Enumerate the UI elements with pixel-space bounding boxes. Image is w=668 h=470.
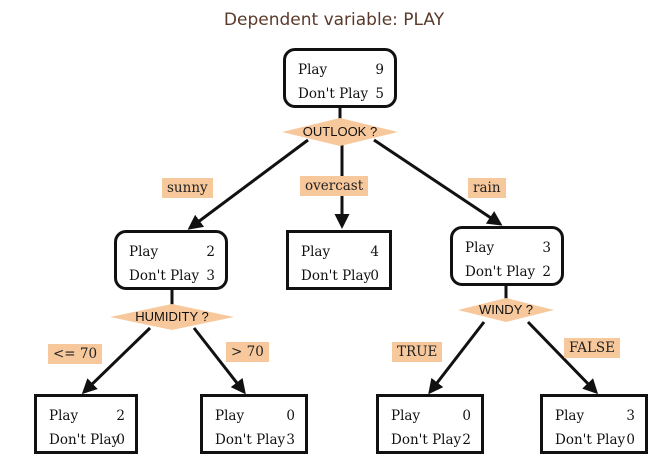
edge-label-rain: rain [468, 178, 506, 198]
edge-windy-true [428, 321, 486, 395]
play-label: Play [555, 408, 585, 424]
dont-play-label: Don't Play [49, 432, 120, 448]
dont-play-label: Don't Play [298, 86, 369, 102]
play-count: 3 [626, 408, 635, 424]
edge-humidity-gt70 [192, 327, 246, 395]
play-count: 0 [462, 408, 471, 424]
edge-outlook-sunny [187, 138, 309, 230]
play-label: Play [49, 408, 79, 424]
dont-play-label: Don't Play [391, 432, 462, 448]
play-label: Play [129, 244, 159, 260]
dont-play-count: 3 [286, 432, 295, 448]
play-label: Play [215, 408, 245, 424]
split-label-humidity: HUMIDITY ? [135, 309, 209, 324]
diagram-title: Dependent variable: PLAY [223, 10, 445, 30]
dont-play-count: 0 [370, 268, 379, 284]
edge-humidity-le70 [81, 326, 152, 395]
dont-play-count: 3 [206, 268, 215, 284]
edge-label-false: FALSE [564, 338, 621, 358]
play-count: 9 [375, 62, 384, 78]
edge-windy-false [526, 320, 599, 395]
node-rain: Play 3 Don't Play 2 [450, 226, 564, 286]
dont-play-count: 2 [462, 432, 471, 448]
split-diamond-outlook [282, 118, 398, 146]
dont-play-label: Don't Play [215, 432, 286, 448]
play-count: 2 [206, 244, 215, 260]
split-label-outlook: OUTLOOK ? [302, 124, 378, 139]
dont-play-label: Don't Play [465, 264, 536, 280]
edge-label-le70: <= 70 [48, 344, 103, 364]
play-count: 4 [370, 244, 379, 260]
dont-play-count: 0 [116, 432, 125, 448]
play-label: Play [298, 62, 328, 78]
split-label-windy: WINDY ? [479, 302, 533, 317]
split-diamond-windy [458, 298, 554, 322]
play-label: Play [465, 240, 495, 256]
dont-play-count: 0 [626, 432, 635, 448]
dont-play-label: Don't Play [301, 268, 372, 284]
play-count: 2 [116, 408, 125, 424]
play-label: Play [391, 408, 421, 424]
edge-label-gt70: > 70 [226, 342, 269, 362]
node-sunny: Play 2 Don't Play 3 [114, 230, 228, 290]
play-label: Play [301, 244, 331, 260]
edge-label-sunny: sunny [162, 178, 213, 198]
dont-play-label: Don't Play [129, 268, 200, 284]
split-diamond-humidity [110, 304, 234, 330]
dont-play-count: 5 [375, 86, 384, 102]
dont-play-count: 2 [542, 264, 551, 280]
edge-label-overcast: overcast [300, 176, 369, 196]
dont-play-label: Don't Play [555, 432, 626, 448]
play-count: 3 [542, 240, 551, 256]
edge-label-true: TRUE [392, 342, 443, 362]
node-root: Play 9 Don't Play 5 [283, 48, 397, 108]
play-count: 0 [286, 408, 295, 424]
edge-outlook-rain [373, 138, 503, 226]
